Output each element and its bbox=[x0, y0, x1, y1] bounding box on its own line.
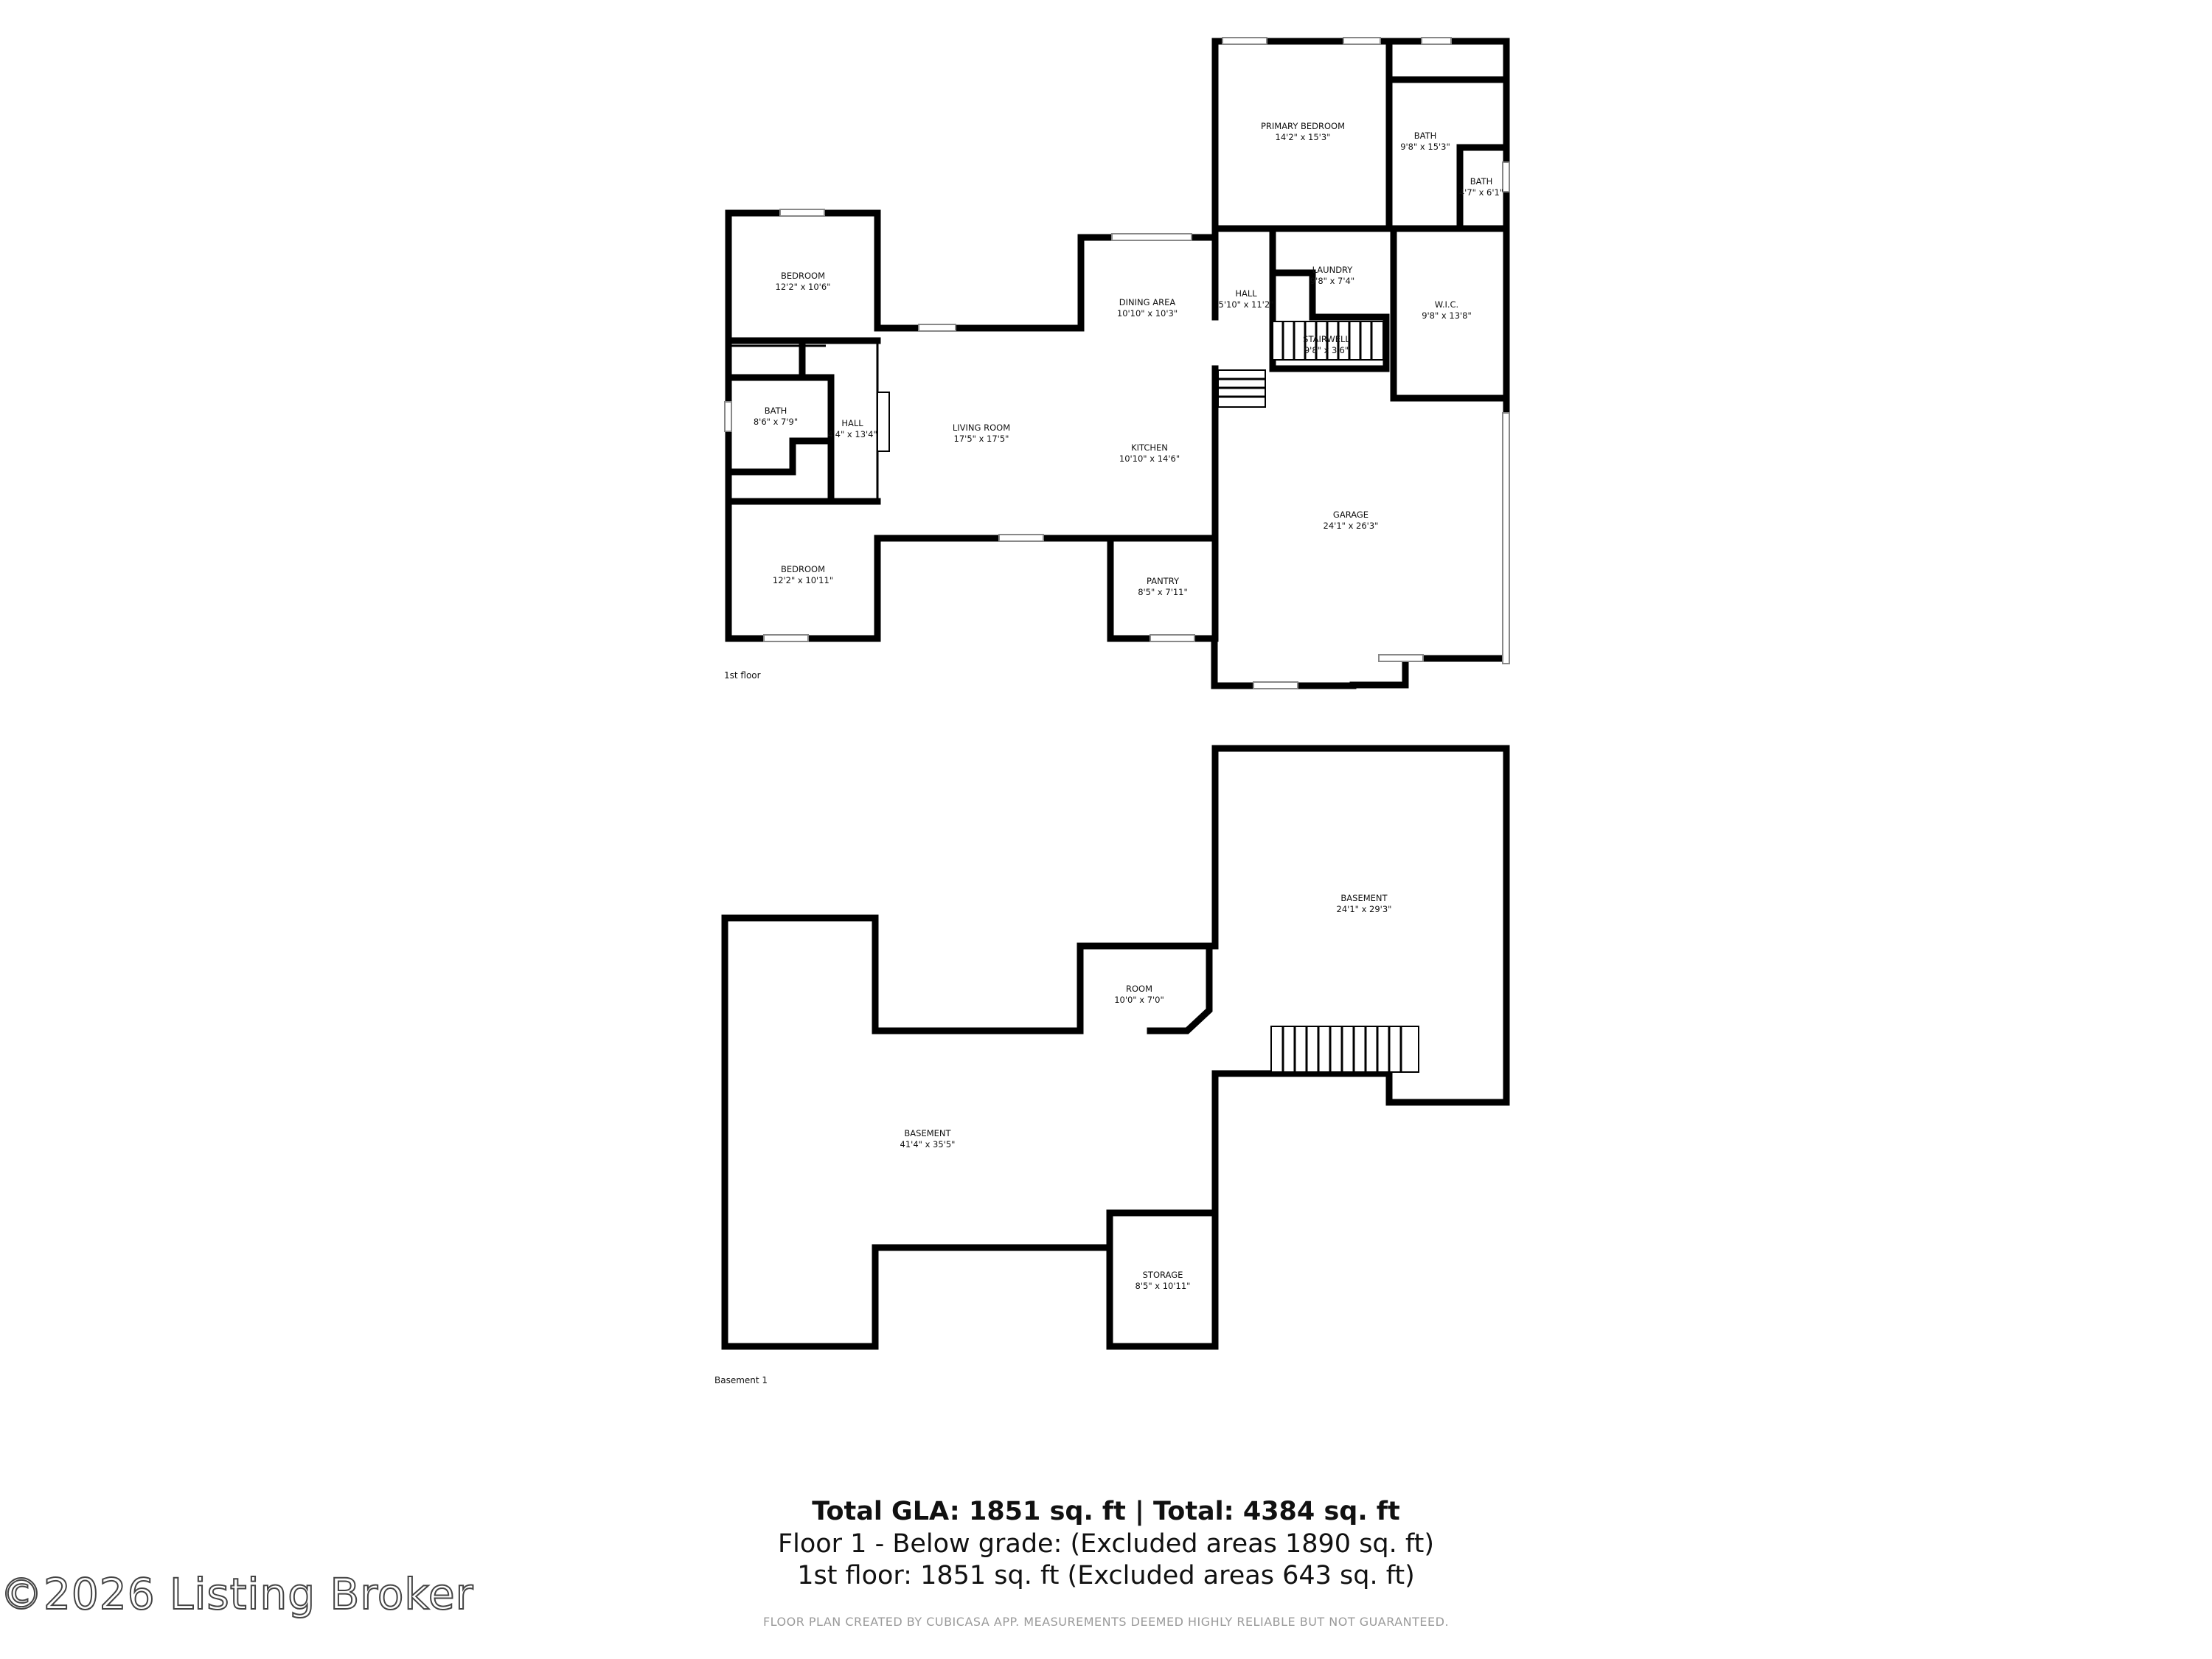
primary-bedroom-name: PRIMARY BEDROOM bbox=[1261, 121, 1345, 131]
storage-name: STORAGE bbox=[1143, 1270, 1183, 1280]
copyright-watermark: ©2026 Listing Broker bbox=[0, 1568, 474, 1620]
total-gla: Total GLA: 1851 sq. ft | Total: 4384 sq.… bbox=[812, 1497, 1400, 1526]
bedroom-2-name: BEDROOM bbox=[781, 564, 825, 574]
pantry-dims: 8'5" x 7'11" bbox=[1138, 587, 1188, 597]
first-floor-area: 1st floor: 1851 sq. ft (Excluded areas 6… bbox=[797, 1561, 1415, 1590]
basement-east-dims: 24'1" x 29'3" bbox=[1337, 904, 1392, 914]
fireplace bbox=[877, 392, 890, 452]
bath-1-name: BATH bbox=[765, 406, 787, 416]
stairwell-stairs bbox=[1217, 321, 1384, 408]
garage-dims: 24'1" x 26'3" bbox=[1324, 521, 1379, 531]
bath-2-name: BATH bbox=[1414, 131, 1437, 141]
living-room-name: LIVING ROOM bbox=[953, 422, 1010, 433]
basement-east-name: BASEMENT bbox=[1340, 893, 1388, 903]
room-name: ROOM bbox=[1126, 984, 1152, 994]
hall-2-dims: 5'10" x 11'2" bbox=[1219, 299, 1274, 310]
stairwell-dims: 9'8" x 3'6" bbox=[1304, 345, 1349, 355]
bath-3-name: BATH bbox=[1470, 176, 1493, 187]
wic-name: W.I.C. bbox=[1435, 299, 1458, 310]
dining-area-dims: 10'10" x 10'3" bbox=[1117, 308, 1178, 319]
disclaimer: FLOOR PLAN CREATED BY CUBICASA APP. MEAS… bbox=[762, 1615, 1450, 1629]
basement-floor-label: Basement 1 bbox=[714, 1375, 768, 1385]
wic-dims: 9'8" x 13'8" bbox=[1422, 310, 1472, 321]
below-grade-area: Floor 1 - Below grade: (Excluded areas 1… bbox=[777, 1529, 1434, 1559]
living-room-dims: 17'5" x 17'5" bbox=[954, 434, 1009, 444]
bedroom-1-dims: 12'2" x 10'6" bbox=[776, 282, 831, 292]
hall-1-name: HALL bbox=[841, 418, 863, 428]
bath-2-dims: 9'8" x 15'3" bbox=[1400, 142, 1450, 152]
bedroom-2-dims: 12'2" x 10'11" bbox=[773, 575, 833, 585]
dining-area-name: DINING AREA bbox=[1119, 297, 1176, 307]
first-floor-windows bbox=[724, 37, 1510, 689]
room-dims: 10'0" x 7'0" bbox=[1114, 995, 1164, 1005]
basement-main-name: BASEMENT bbox=[904, 1128, 951, 1138]
primary-bedroom-dims: 14'2" x 15'3" bbox=[1276, 132, 1331, 142]
basement-stairs bbox=[1270, 1026, 1419, 1073]
pantry-name: PANTRY bbox=[1147, 576, 1180, 586]
primary-suite-walls bbox=[1211, 38, 1510, 402]
basement-main-dims: 41'4" x 35'5" bbox=[900, 1139, 956, 1150]
laundry-dims: 9'8" x 7'4" bbox=[1310, 276, 1354, 286]
bath-3-dims: 4'7" x 6'1" bbox=[1459, 187, 1503, 198]
bath-1-dims: 8'6" x 7'9" bbox=[754, 417, 798, 427]
stairwell-name: STAIRWELL bbox=[1303, 334, 1350, 344]
kitchen-name: KITCHEN bbox=[1131, 442, 1168, 453]
bedroom-1-name: BEDROOM bbox=[781, 271, 825, 281]
garage-name: GARAGE bbox=[1333, 509, 1368, 520]
kitchen-dims: 10'10" x 14'6" bbox=[1119, 453, 1180, 464]
left-wing-walls bbox=[725, 337, 881, 505]
laundry-name: LAUNDRY bbox=[1312, 265, 1354, 275]
first-floor-outer-walls bbox=[725, 38, 1510, 689]
storage-dims: 8'5" x 10'11" bbox=[1135, 1281, 1191, 1291]
basement-plan: ROOM 10'0" x 7'0" BASEMENT 24'1" x 29'3"… bbox=[714, 745, 1510, 1385]
hall-2-name: HALL bbox=[1235, 288, 1257, 299]
first-floor-plan: BEDROOM 12'2" x 10'6" BATH 8'6" x 7'9" H… bbox=[724, 37, 1510, 689]
first-floor-label: 1st floor bbox=[724, 670, 761, 681]
hall-1-dims: 4'4" x 13'4" bbox=[827, 429, 877, 439]
